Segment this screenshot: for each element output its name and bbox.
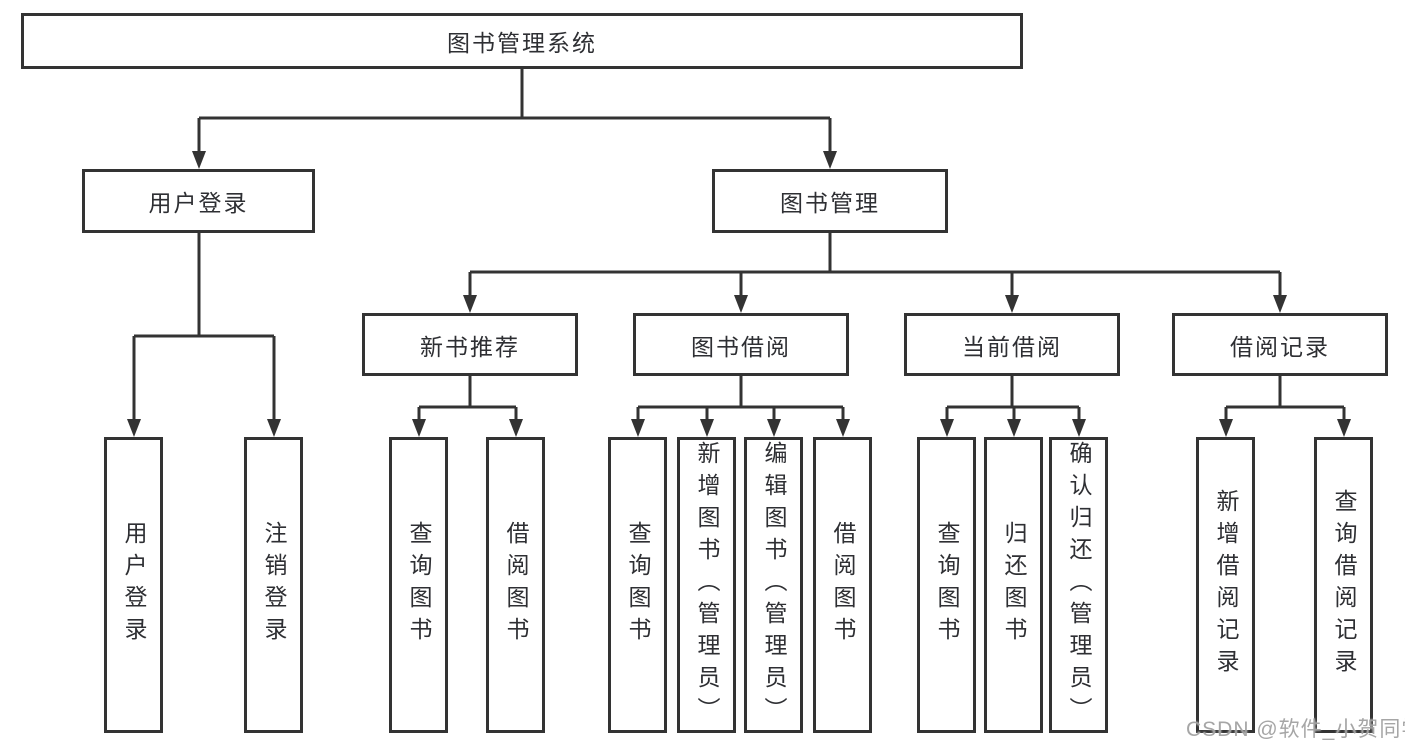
connector-bookborrow-group [636, 376, 845, 421]
arrow-down-icon [823, 151, 837, 169]
csdn-watermark: CSDN @软件_小贺同学 [1186, 718, 1405, 741]
node-user-login-label: 用户登录 [148, 190, 249, 216]
node-borrow-record-label: 借阅记录 [1230, 333, 1330, 360]
arrow-down-icon [1337, 419, 1351, 437]
leaf-cb-query-book: 查询图书 [917, 437, 976, 733]
arrow-down-icon [509, 419, 523, 437]
node-book-borrow: 图书借阅 [633, 313, 849, 376]
leaf-rec-borrow-book-label: 借阅图书 [503, 521, 529, 649]
leaf-cb-query-book-label: 查询图书 [934, 521, 960, 649]
leaf-bb-add-book: 新增图书（管理员） [677, 437, 736, 733]
leaf-logout: 注销登录 [244, 437, 303, 733]
arrow-down-icon [463, 295, 477, 313]
arrow-down-icon [412, 419, 426, 437]
leaf-cb-confirm-return: 确认归还（管理员） [1049, 437, 1108, 733]
leaf-br-add-record: 新增借阅记录 [1196, 437, 1255, 733]
leaf-bb-edit-book: 编辑图书（管理员） [744, 437, 803, 733]
leaf-rec-query-book: 查询图书 [389, 437, 448, 733]
arrow-down-icon [631, 419, 645, 437]
leaf-br-query-record: 查询借阅记录 [1314, 437, 1373, 733]
connector-root-to-level2 [197, 69, 832, 153]
connector-newbookrec-group [417, 376, 518, 421]
connector-userlogin-group [132, 233, 276, 421]
node-new-book-recommend: 新书推荐 [362, 313, 578, 376]
node-book-management: 图书管理 [712, 169, 948, 233]
connector-currentborrow-group [945, 376, 1081, 421]
node-system-root-label: 图书管理系统 [447, 30, 597, 56]
arrow-down-icon [1007, 419, 1021, 437]
node-system-root: 图书管理系统 [21, 13, 1023, 69]
leaf-bb-borrow-book: 借阅图书 [813, 437, 872, 733]
leaf-logout-label: 注销登录 [261, 521, 287, 649]
connector-bookmgmt-to-level3 [468, 233, 1282, 297]
arrow-down-icon [1072, 419, 1086, 437]
node-book-management-label: 图书管理 [780, 190, 880, 216]
node-user-login: 用户登录 [82, 169, 315, 233]
leaf-cb-return-book-label: 归还图书 [1001, 521, 1027, 649]
arrow-down-icon [767, 419, 781, 437]
leaf-user-login: 用户登录 [104, 437, 163, 733]
arrow-down-icon [1005, 295, 1019, 313]
leaf-user-login-label: 用户登录 [121, 521, 147, 649]
arrow-down-icon [1273, 295, 1287, 313]
arrow-down-icon [836, 419, 850, 437]
leaf-bb-add-book-label: 新增图书（管理员） [694, 441, 720, 729]
node-borrow-record: 借阅记录 [1172, 313, 1388, 376]
arrow-down-icon [1219, 419, 1233, 437]
arrow-down-icon [127, 419, 141, 437]
arrowheads [127, 151, 1351, 437]
leaf-bb-borrow-book-label: 借阅图书 [830, 521, 856, 649]
arrow-down-icon [700, 419, 714, 437]
node-new-book-recommend-label: 新书推荐 [420, 333, 520, 360]
node-current-borrow-label: 当前借阅 [962, 333, 1062, 360]
leaf-rec-query-book-label: 查询图书 [406, 521, 432, 649]
leaf-cb-confirm-return-label: 确认归还（管理员） [1066, 441, 1092, 729]
leaf-cb-return-book: 归还图书 [984, 437, 1043, 733]
node-book-borrow-label: 图书借阅 [691, 333, 791, 360]
leaf-bb-query-book-label: 查询图书 [625, 521, 651, 649]
arrow-down-icon [734, 295, 748, 313]
node-current-borrow: 当前借阅 [904, 313, 1120, 376]
leaf-bb-query-book: 查询图书 [608, 437, 667, 733]
leaf-bb-edit-book-label: 编辑图书（管理员） [761, 441, 787, 729]
arrow-down-icon [192, 151, 206, 169]
leaf-br-query-record-label: 查询借阅记录 [1331, 489, 1357, 681]
leaf-rec-borrow-book: 借阅图书 [486, 437, 545, 733]
leaf-br-add-record-label: 新增借阅记录 [1213, 489, 1239, 681]
arrow-down-icon [267, 419, 281, 437]
arrow-down-icon [940, 419, 954, 437]
connector-borrowrecord-group [1224, 376, 1346, 421]
connector-lines [132, 69, 1346, 421]
